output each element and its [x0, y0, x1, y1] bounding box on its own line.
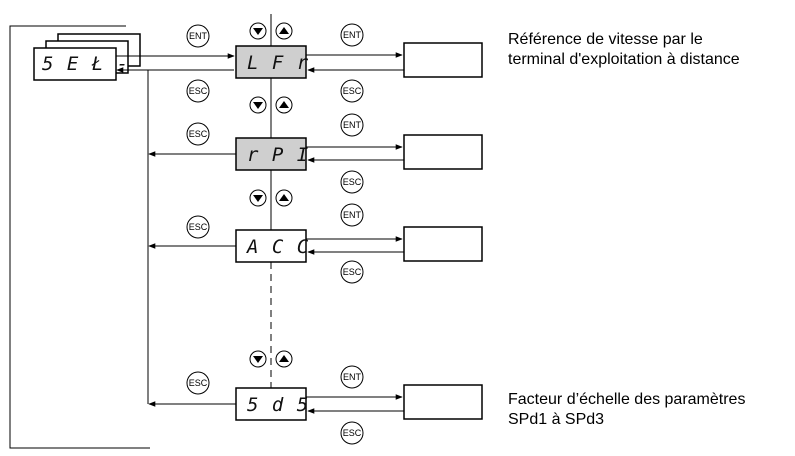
- nav-keys-4: [249, 350, 293, 368]
- value-box-sds: [403, 384, 483, 420]
- sds-description: Facteur d’échelle des paramètres SPd1 à …: [508, 390, 745, 430]
- menu-item-sds-code: 5 d 5: [247, 394, 309, 416]
- lfr-description-line-2: terminal d'exploitation à distance: [508, 51, 740, 68]
- down-arrow-icon: [253, 356, 263, 363]
- menu-item-lfr-code: L F r: [247, 52, 309, 74]
- esc-key-lfr: ESC: [340, 79, 364, 103]
- esc-key-sds-left: ESC: [186, 371, 210, 395]
- value-box-rpi: [403, 134, 483, 170]
- menu-item-rpi[interactable]: r P I: [235, 137, 309, 171]
- value-box-lfr: [403, 42, 483, 78]
- lfr-description-line-1: Référence de vitesse par le: [508, 31, 703, 48]
- esc-key-acc: ESC: [340, 260, 364, 284]
- ent-key-acc: ENT: [340, 203, 364, 227]
- svg-text:ENT: ENT: [189, 31, 208, 41]
- nav-keys-2: [249, 96, 293, 114]
- esc-key-acc-left: ESC: [186, 215, 210, 239]
- up-arrow-icon: [279, 355, 289, 362]
- ent-key-lfr: ENT: [340, 23, 364, 47]
- down-arrow-icon: [253, 195, 263, 202]
- nav-keys-3: [249, 189, 293, 207]
- svg-text:ESC: ESC: [343, 428, 362, 438]
- ent-key-root: ENT: [186, 24, 210, 48]
- svg-text:ESC: ESC: [189, 378, 208, 388]
- root-display-stack: 5 E Ł -: [33, 33, 141, 81]
- esc-key-root: ESC: [186, 79, 210, 103]
- ent-key-sds: ENT: [340, 365, 364, 389]
- lfr-description: Référence de vitesse par le terminal d'e…: [508, 30, 740, 70]
- svg-text:ESC: ESC: [189, 129, 208, 139]
- esc-key-rpi-left: ESC: [186, 122, 210, 146]
- sds-description-line-1: Facteur d’échelle des paramètres: [508, 391, 746, 408]
- esc-key-sds: ESC: [340, 421, 364, 445]
- svg-text:ENT: ENT: [343, 210, 362, 220]
- sds-description-line-2: SPd1 à SPd3: [508, 411, 605, 428]
- down-arrow-icon: [253, 102, 263, 109]
- down-arrow-icon: [253, 28, 263, 35]
- svg-text:ENT: ENT: [343, 120, 362, 130]
- nav-keys-top: [249, 22, 293, 40]
- root-display-code: 5 E Ł -: [42, 53, 129, 75]
- up-arrow-icon: [279, 101, 289, 108]
- ent-key-rpi: ENT: [340, 113, 364, 137]
- esc-key-rpi: ESC: [340, 170, 364, 194]
- svg-text:ESC: ESC: [343, 177, 362, 187]
- svg-text:ENT: ENT: [343, 372, 362, 382]
- menu-item-sds[interactable]: 5 d 5: [235, 387, 309, 421]
- menu-item-acc[interactable]: A C C: [235, 229, 309, 263]
- svg-text:ESC: ESC: [189, 222, 208, 232]
- up-arrow-icon: [279, 194, 289, 201]
- value-box-acc: [403, 226, 483, 262]
- svg-text:ESC: ESC: [189, 86, 208, 96]
- outer-frame: [9, 25, 150, 449]
- menu-item-rpi-code: r P I: [247, 144, 309, 166]
- up-arrow-icon: [279, 27, 289, 34]
- menu-item-lfr[interactable]: L F r: [235, 45, 309, 79]
- svg-text:ENT: ENT: [343, 30, 362, 40]
- svg-text:ESC: ESC: [343, 267, 362, 277]
- menu-item-acc-code: A C C: [246, 236, 309, 258]
- svg-text:ESC: ESC: [343, 86, 362, 96]
